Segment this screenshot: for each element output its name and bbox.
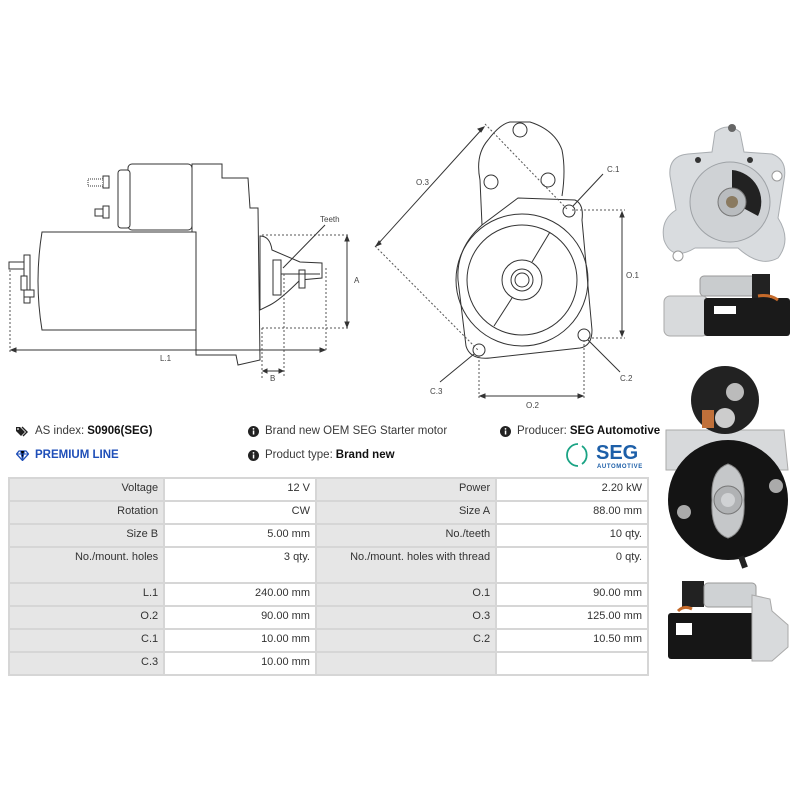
teeth-label: Teeth: [320, 215, 340, 224]
spec-key: O.3: [314, 605, 498, 630]
info-icon: [248, 425, 259, 437]
spec-value: 125.00 mm: [495, 605, 649, 630]
product-type-value: Brand new: [335, 449, 395, 461]
spec-key: O.1: [314, 582, 498, 607]
photo-side-view-left[interactable]: [660, 575, 795, 670]
dim-a-label: A: [354, 276, 360, 285]
spec-value: 90.00 mm: [495, 582, 649, 607]
table-row: Rotation CW Size A 88.00 mm: [7, 500, 649, 525]
spec-value: 90.00 mm: [163, 605, 317, 630]
dim-o2-label: O.2: [526, 401, 539, 410]
seg-automotive-logo: SEG AUTOMOTIVE: [566, 440, 650, 470]
dim-l1-label: L.1: [160, 354, 172, 363]
table-row: C.3 10.00 mm: [7, 651, 649, 676]
photo-front-flange-view[interactable]: [660, 120, 795, 265]
product-type-label: Product type:: [265, 449, 333, 461]
spec-key: [314, 651, 498, 676]
table-row: No./mount. holes 3 qty. No./mount. holes…: [7, 546, 649, 584]
spec-value: 88.00 mm: [495, 500, 649, 525]
spec-key: O.2: [7, 605, 166, 630]
spec-value: 0 qty.: [495, 546, 649, 584]
side-view-drawing: Teeth A L.1 B: [0, 150, 365, 390]
info-icon: [248, 449, 259, 461]
seg-logo-text: SEG: [596, 442, 638, 464]
dim-c2-label: C.2: [620, 374, 633, 383]
table-row: Voltage 12 V Power 2.20 kW: [7, 477, 649, 502]
product-type-line: Product type: Brand new: [248, 449, 395, 461]
spec-value: 5.00 mm: [163, 523, 317, 548]
premium-line-badge: PREMIUM LINE: [16, 449, 119, 461]
spec-value: 10.00 mm: [163, 628, 317, 653]
dim-o3-label: O.3: [416, 178, 429, 187]
table-row: L.1 240.00 mm O.1 90.00 mm: [7, 582, 649, 607]
description-text: Brand new OEM SEG Starter motor: [265, 425, 448, 437]
table-row: Size B 5.00 mm No./teeth 10 qty.: [7, 523, 649, 548]
dim-c1-label: C.1: [607, 165, 620, 174]
spec-value: 2.20 kW: [495, 477, 649, 502]
spec-key: C.2: [314, 628, 498, 653]
premium-line-label: PREMIUM LINE: [35, 449, 119, 461]
spec-key: Size B: [7, 523, 166, 548]
spec-key: No./mount. holes: [7, 546, 166, 584]
diamond-icon: [16, 449, 29, 461]
spec-key: Voltage: [7, 477, 166, 502]
spec-key: C.1: [7, 628, 166, 653]
spec-value: 10.00 mm: [163, 651, 317, 676]
description-line: Brand new OEM SEG Starter motor: [248, 425, 447, 437]
as-index: AS index: S0906(SEG): [16, 425, 152, 437]
as-index-label: AS index:: [35, 425, 85, 437]
spec-key: L.1: [7, 582, 166, 607]
table-row: O.2 90.00 mm O.3 125.00 mm: [7, 605, 649, 630]
spec-value: 3 qty.: [163, 546, 317, 584]
spec-key: No./mount. holes with thread: [314, 546, 498, 584]
spec-value: 240.00 mm: [163, 582, 317, 607]
spec-value: 12 V: [163, 477, 317, 502]
spec-key: C.3: [7, 651, 166, 676]
spec-value: [495, 651, 649, 676]
spec-key: No./teeth: [314, 523, 498, 548]
seg-logo-subtext: AUTOMOTIVE: [597, 464, 643, 470]
producer-line: Producer: SEG Automotive: [500, 425, 660, 437]
spec-value: 10 qty.: [495, 523, 649, 548]
table-row: C.1 10.00 mm C.2 10.50 mm: [7, 628, 649, 653]
front-view-drawing: C.1 C.2 C.3 O.1 O.2 O.3: [370, 110, 655, 410]
info-icon: [500, 425, 511, 437]
as-index-value: S0906(SEG): [87, 425, 153, 437]
spec-table: Voltage 12 V Power 2.20 kW Rotation CW S…: [7, 477, 649, 676]
photo-rear-end-view[interactable]: [660, 360, 795, 570]
spec-key: Rotation: [7, 500, 166, 525]
spec-key: Size A: [314, 500, 498, 525]
producer-label: Producer:: [517, 425, 567, 437]
dim-o1-label: O.1: [626, 271, 639, 280]
spec-value: 10.50 mm: [495, 628, 649, 653]
dim-b-label: B: [270, 374, 275, 383]
dim-c3-label: C.3: [430, 387, 443, 396]
spec-key: Power: [314, 477, 498, 502]
spec-value: CW: [163, 500, 317, 525]
producer-value: SEG Automotive: [569, 425, 661, 437]
tags-icon: [16, 426, 29, 437]
photo-side-view-right[interactable]: [660, 268, 795, 338]
